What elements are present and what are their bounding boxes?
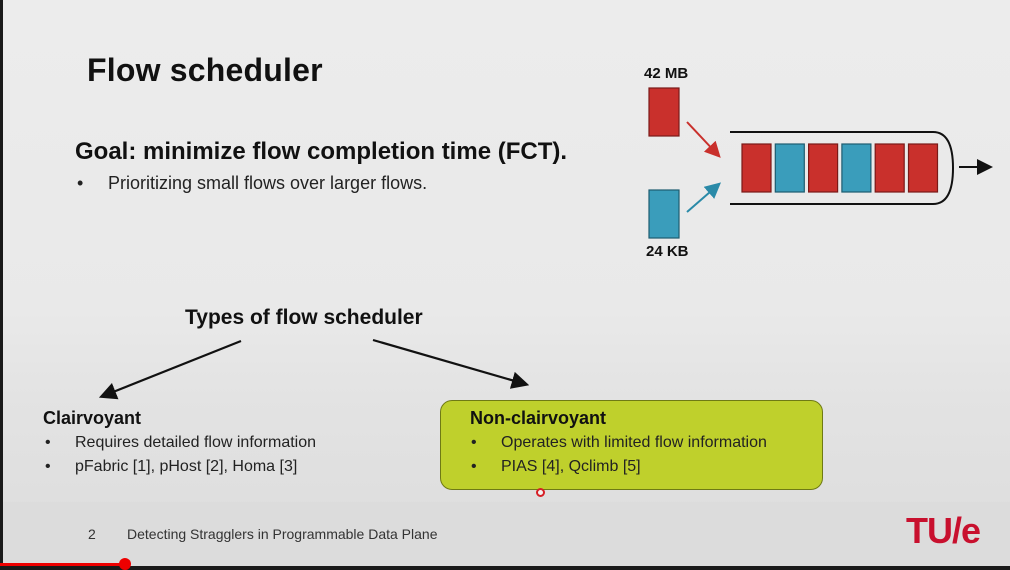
non-clairvoyant-box (440, 400, 823, 490)
pointer-cursor (536, 488, 545, 497)
video-progress-handle[interactable] (119, 558, 131, 570)
footer-band (3, 502, 1010, 566)
non-clairvoyant-item: Operates with limited flow information (501, 434, 767, 451)
arrow-to-non-clairvoyant (372, 338, 530, 389)
large-flow-block (648, 87, 680, 137)
large-flow-arrow (686, 121, 721, 158)
queue-packet-blue (841, 143, 872, 193)
large-flow-label: 42 MB (644, 65, 689, 82)
goal-heading: Goal: minimize flow completion time (FCT… (75, 138, 568, 165)
bullet-dot: • (471, 458, 477, 475)
bullet-dot: • (45, 434, 51, 451)
clairvoyant-item: pFabric [1], pHost [2], Homa [3] (75, 458, 298, 475)
queue-packet-blue (774, 143, 805, 193)
goal-bullet: Prioritizing small flows over larger flo… (108, 173, 428, 193)
tree-arrows (98, 338, 530, 400)
small-flow-label: 24 KB (646, 243, 689, 260)
flow-queue-diagram (648, 87, 993, 239)
queue-packet-red (741, 143, 772, 193)
clairvoyant-item: Requires detailed flow information (75, 434, 317, 451)
small-flow-arrow (686, 182, 722, 213)
queue-packet-red (907, 143, 939, 193)
video-progress-bar[interactable] (0, 563, 125, 566)
non-clairvoyant-item: PIAS [4], Qclimb [5] (501, 458, 641, 475)
queue-packet-red (807, 143, 839, 193)
page-number: 2 (88, 526, 96, 542)
footer-title: Detecting Stragglers in Programmable Dat… (127, 526, 438, 542)
types-title: Types of flow scheduler (185, 306, 423, 329)
bullet-dot: • (77, 173, 84, 193)
queue-packet-red (874, 143, 905, 193)
slide: Flow scheduler Goal: minimize flow compl… (3, 0, 1010, 566)
clairvoyant-heading: Clairvoyant (43, 408, 142, 428)
slide-title: Flow scheduler (87, 52, 323, 88)
queue-cells (741, 143, 939, 193)
bullet-dot: • (471, 434, 477, 451)
small-flow-block (648, 189, 680, 239)
bullet-dot: • (45, 458, 51, 475)
queue-outline (730, 131, 955, 205)
non-clairvoyant-heading: Non-clairvoyant (470, 408, 607, 428)
arrow-to-clairvoyant (98, 339, 242, 400)
tue-logo: TU/e (906, 510, 981, 551)
